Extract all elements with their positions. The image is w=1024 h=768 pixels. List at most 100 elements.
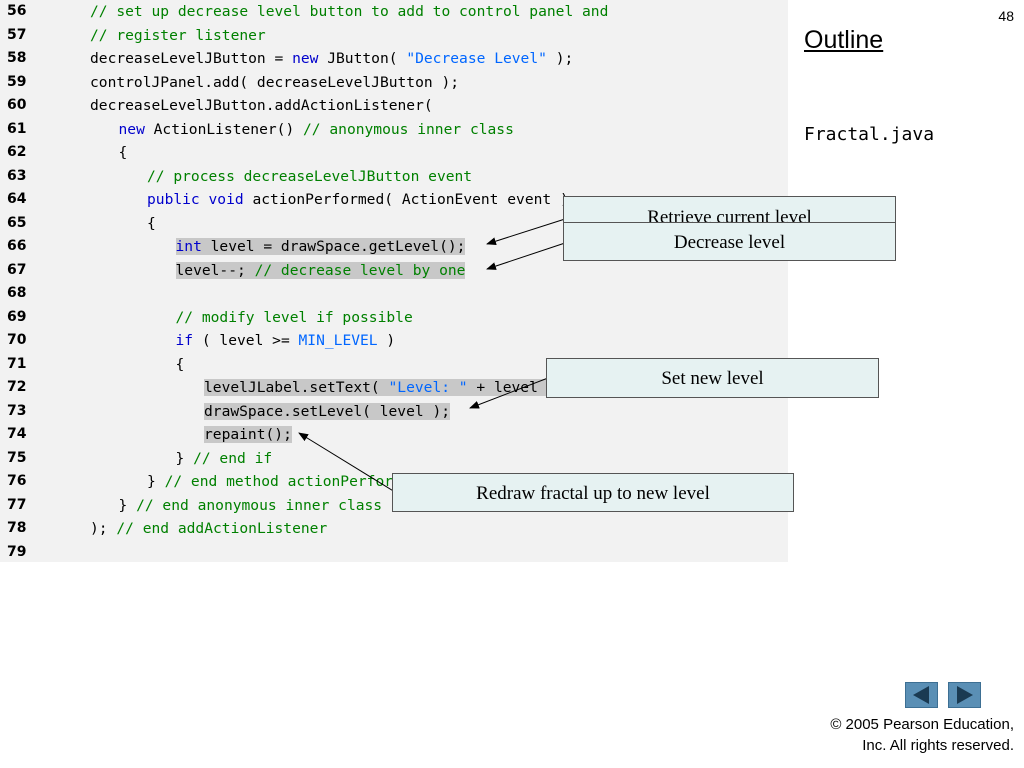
code-line: 61 new ActionListener() // anonymous inne… xyxy=(0,118,788,141)
previous-slide-button[interactable] xyxy=(905,682,938,708)
line-number: 58 xyxy=(7,50,27,66)
code-token: ); xyxy=(546,50,574,67)
line-number: 76 xyxy=(7,473,27,489)
line-number: 62 xyxy=(7,144,27,160)
code-text: new ActionListener() // anonymous inner … xyxy=(119,118,514,141)
code-text: } // end method actionPerformed xyxy=(147,470,419,493)
code-text: decreaseLevelJButton = new JButton( "Dec… xyxy=(90,47,573,70)
code-token: // end addActionListener xyxy=(116,520,328,537)
code-token: new xyxy=(118,120,145,138)
code-token: "Level: " xyxy=(388,379,468,396)
code-line: 75} // end if xyxy=(0,447,788,470)
code-text: controlJPanel.add( decreaseLevelJButton … xyxy=(90,71,459,94)
right-triangle-icon xyxy=(957,686,973,704)
code-token xyxy=(200,191,209,208)
line-number: 68 xyxy=(7,285,27,301)
line-number: 65 xyxy=(7,214,27,231)
line-number: 63 xyxy=(7,167,27,184)
code-line: 63 // process decreaseLevelJButton event xyxy=(0,165,788,188)
code-text: int level = drawSpace.getLevel(); xyxy=(175,235,466,258)
line-number: 74 xyxy=(7,426,27,442)
code-token: JButton( xyxy=(318,50,407,67)
code-token: ) xyxy=(377,332,396,349)
line-number: 79 xyxy=(7,543,27,560)
line-number: 73 xyxy=(7,402,27,419)
next-slide-button[interactable] xyxy=(948,682,981,708)
line-number: 66 xyxy=(7,238,27,254)
left-triangle-icon xyxy=(913,686,929,704)
line-number: 71 xyxy=(7,355,27,372)
code-line: 62 { xyxy=(0,141,788,164)
line-number: 69 xyxy=(7,308,27,325)
code-text: repaint(); xyxy=(204,423,292,446)
line-number: 72 xyxy=(7,379,27,395)
line-number: 60 xyxy=(7,97,27,113)
code-line: 79 xyxy=(0,541,788,564)
code-token: // end method actionPerformed xyxy=(164,473,420,490)
code-line: 77} // end anonymous inner class xyxy=(0,494,788,517)
copyright-line-2: Inc. All rights reserved. xyxy=(862,737,1014,754)
line-number: 70 xyxy=(7,332,27,348)
code-token: int xyxy=(175,238,202,255)
code-token: { xyxy=(118,144,128,161)
code-token: // anonymous inner class xyxy=(303,120,514,138)
code-line: 68 xyxy=(0,282,788,305)
code-text: { xyxy=(176,353,185,376)
code-line: 74 repaint(); xyxy=(0,423,788,446)
code-text: drawSpace.setLevel( level ); xyxy=(204,400,451,423)
code-token: // modify level if possible xyxy=(175,308,413,326)
code-token: "Decrease Level" xyxy=(406,50,547,67)
callout-redraw-fractal: Redraw fractal up to new level xyxy=(392,473,794,512)
code-line: 78); // end addActionListener xyxy=(0,517,788,540)
code-token: { xyxy=(147,214,156,232)
code-text: decreaseLevelJButton.addActionListener( xyxy=(90,94,433,117)
line-number: 77 xyxy=(7,496,27,513)
code-text: level--; // decrease level by one xyxy=(175,259,466,282)
code-text: { xyxy=(119,141,128,164)
code-token: decreaseLevelJButton.addActionListener( xyxy=(90,97,433,114)
copyright-footer: © 2005 Pearson Education, Inc. All right… xyxy=(830,714,1014,756)
code-token: MIN_LEVEL xyxy=(298,332,378,349)
code-token: new xyxy=(292,50,319,67)
code-token: ( level >= xyxy=(193,332,299,349)
line-number: 56 xyxy=(7,3,27,19)
code-token: ); xyxy=(90,520,117,537)
code-token: decreaseLevelJButton = xyxy=(90,50,293,67)
code-line: 70 if ( level >= MIN_LEVEL ) xyxy=(0,329,788,352)
code-line: 57// register listener xyxy=(0,24,788,47)
code-token: levelJLabel.setText( xyxy=(204,379,389,396)
code-token: drawSpace.setLevel( level ); xyxy=(204,402,451,420)
code-token: actionPerformed( ActionEvent event ) xyxy=(243,191,569,208)
code-token: } xyxy=(118,496,137,514)
code-token: } xyxy=(147,473,165,490)
code-token: ActionListener() xyxy=(144,120,304,138)
copyright-line-1: © 2005 Pearson Education, xyxy=(830,716,1014,733)
code-token: public xyxy=(147,191,200,208)
callout-decrease-level: Decrease level xyxy=(563,222,896,261)
code-token: // end if xyxy=(193,449,273,467)
outline-heading[interactable]: Outline xyxy=(804,26,884,54)
code-line: 69 // modify level if possible xyxy=(0,306,788,329)
code-token: } xyxy=(175,449,194,467)
code-line: 67 level--; // decrease level by one xyxy=(0,259,788,282)
code-line: 73 drawSpace.setLevel( level ); xyxy=(0,400,788,423)
line-number: 67 xyxy=(7,261,27,278)
code-token: // process decreaseLevelJButton event xyxy=(147,167,473,185)
code-line: 71 { xyxy=(0,353,788,376)
code-line: 60 decreaseLevelJButton.addActionListener… xyxy=(0,94,788,117)
code-text: // set up decrease level button to add t… xyxy=(90,0,608,23)
code-text: if ( level >= MIN_LEVEL ) xyxy=(176,329,396,352)
code-text: } // end anonymous inner class xyxy=(119,494,383,517)
code-token: { xyxy=(175,355,185,373)
code-token: // set up decrease level button to add t… xyxy=(90,3,609,20)
code-text: { xyxy=(147,212,156,235)
code-token: if xyxy=(175,332,194,349)
line-number: 61 xyxy=(7,120,27,137)
code-line: 65 { xyxy=(0,212,788,235)
code-text: } // end if xyxy=(176,447,273,470)
code-token: // end anonymous inner class xyxy=(136,496,383,514)
slide-number: 48 xyxy=(998,8,1014,24)
code-text: ); // end addActionListener xyxy=(90,517,327,540)
line-number: 57 xyxy=(7,26,27,43)
